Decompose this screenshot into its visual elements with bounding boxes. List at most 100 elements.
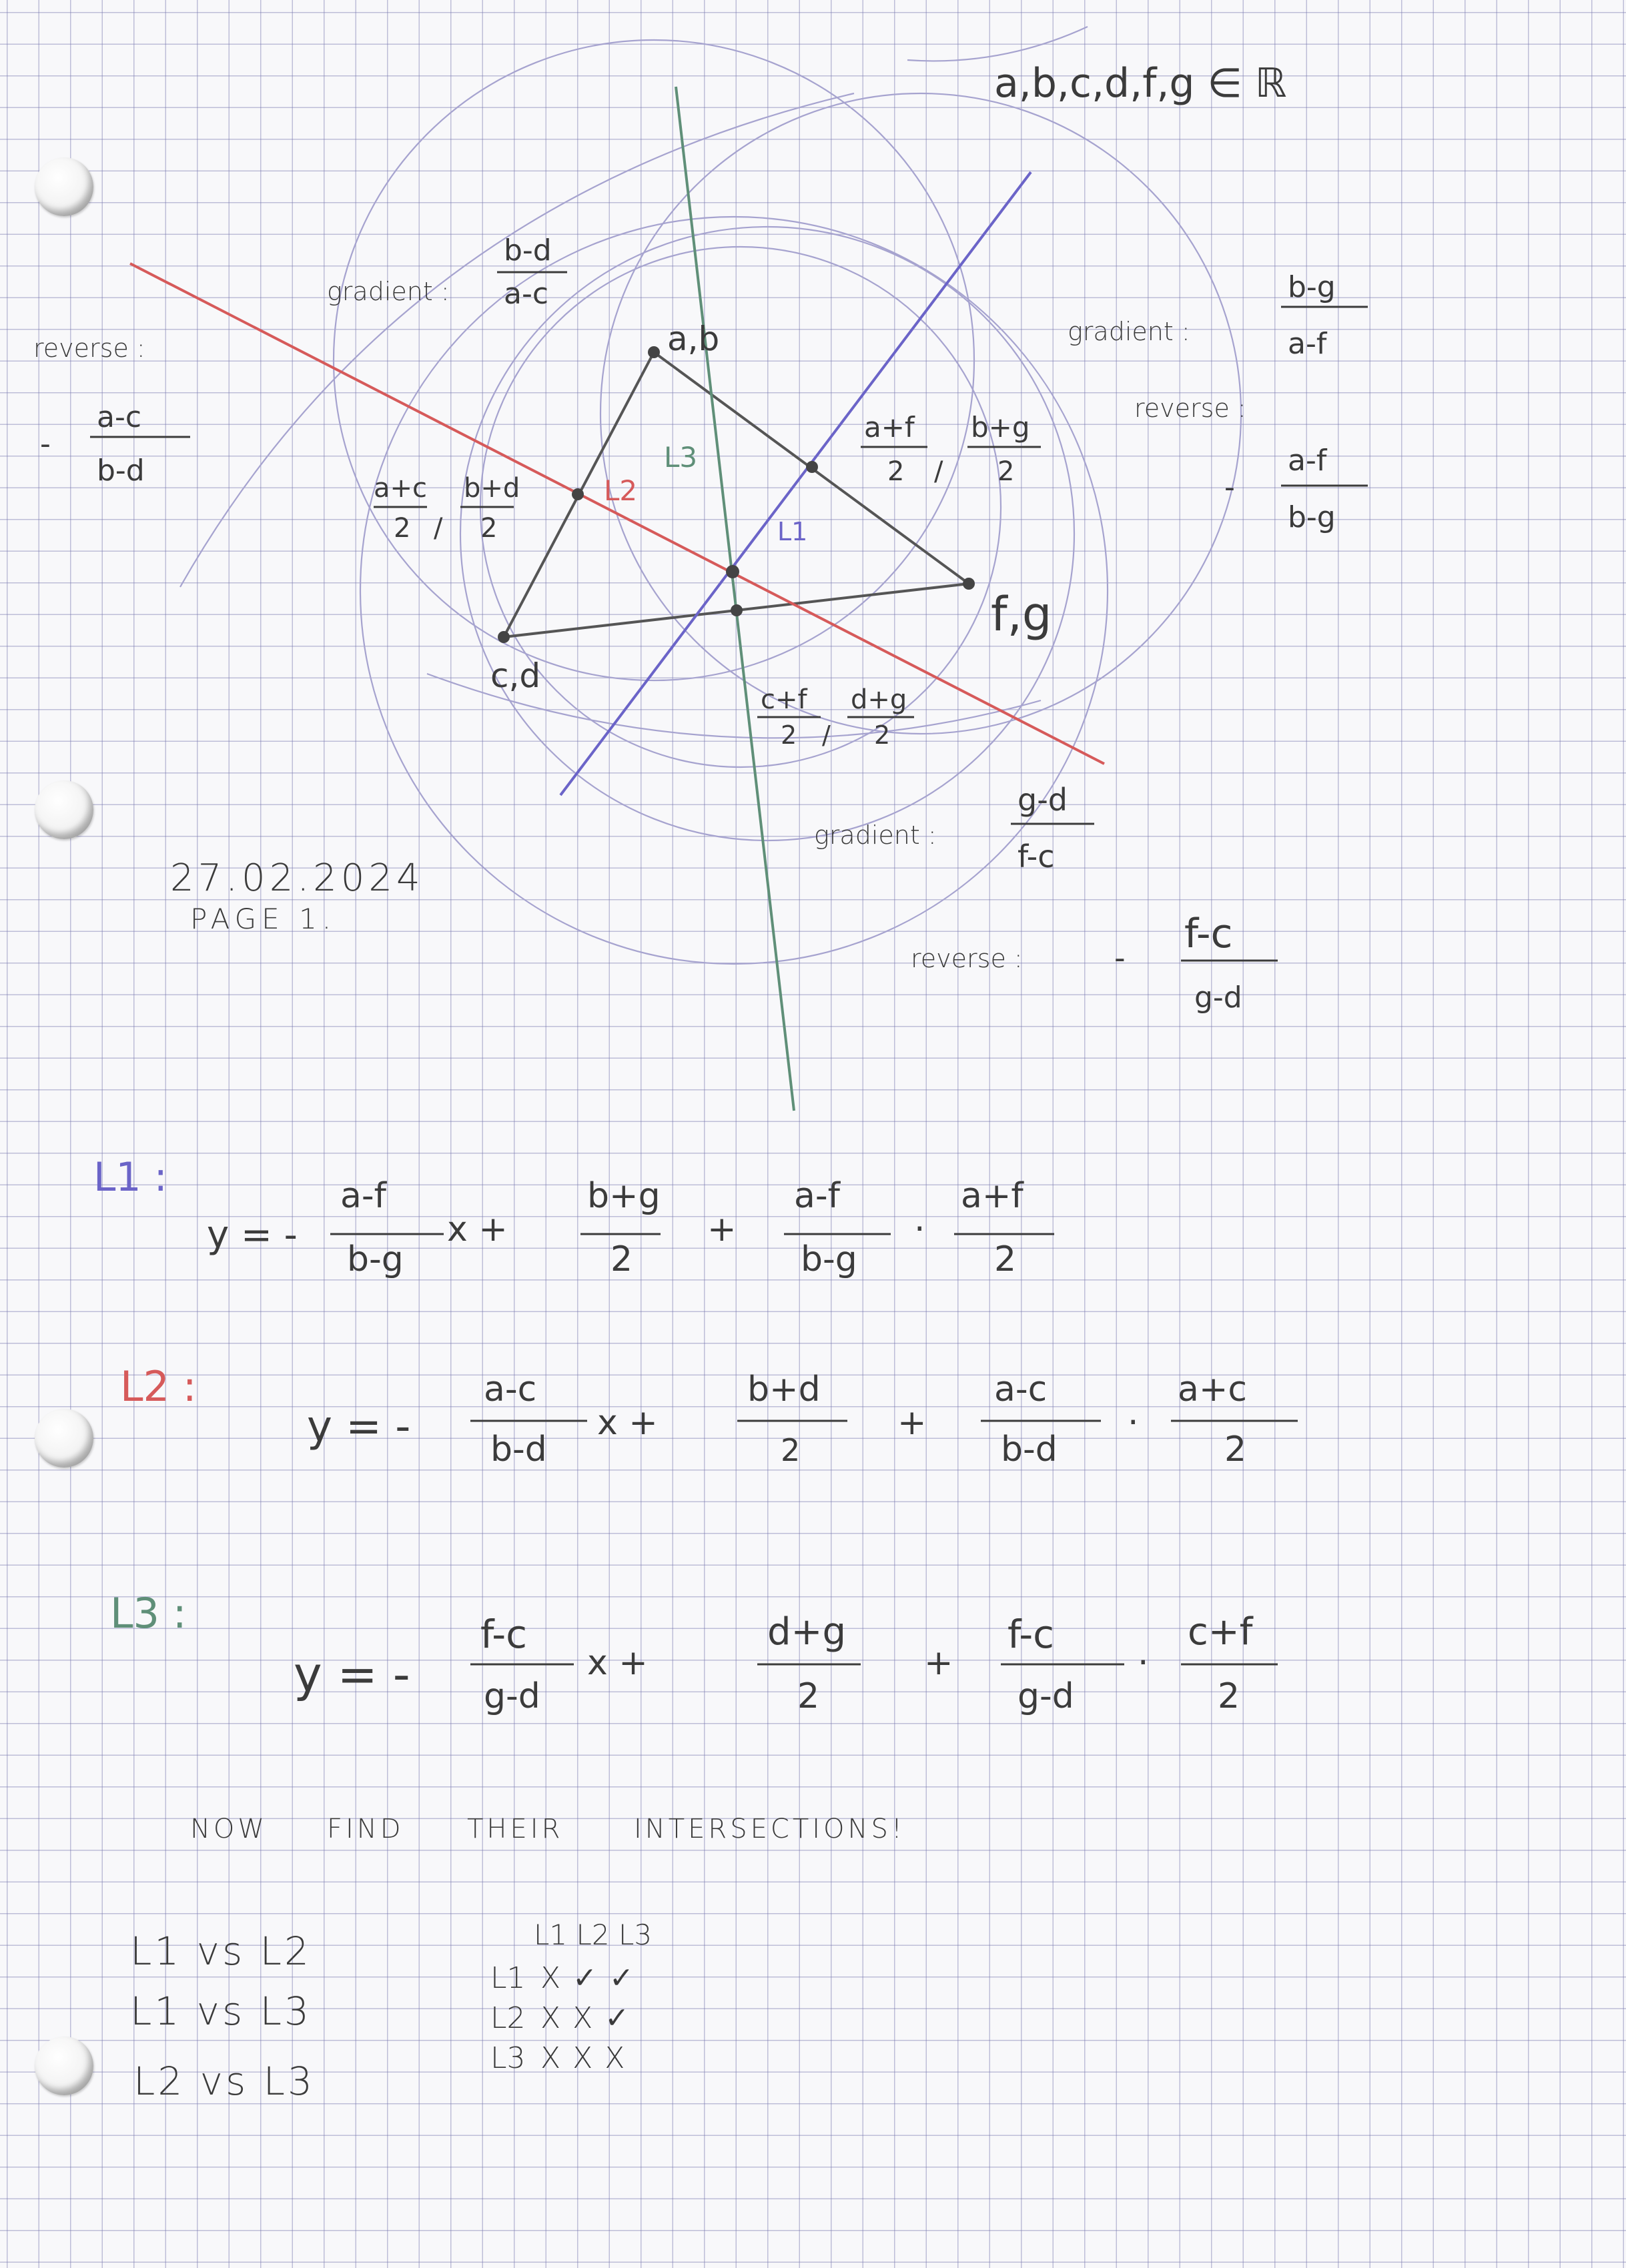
svg-text:·: · bbox=[1128, 1403, 1139, 1443]
svg-text:2: 2 bbox=[1218, 1676, 1240, 1716]
svg-text:y = -: y = - bbox=[207, 1213, 298, 1257]
intersection-point bbox=[726, 565, 739, 578]
svg-text:b-g: b-g bbox=[347, 1239, 404, 1279]
matrix-row-label: L1 bbox=[490, 1961, 526, 1995]
compass-arc bbox=[332, 39, 975, 682]
vertex-point bbox=[648, 346, 660, 358]
svg-text:2: 2 bbox=[887, 456, 904, 487]
svg-text:a-f: a-f bbox=[340, 1176, 388, 1216]
label-l2: L2 bbox=[604, 474, 637, 507]
grad-af-denominator: a-f bbox=[1288, 327, 1328, 361]
grad-af-numerator: b-g bbox=[1288, 270, 1336, 304]
midpoint bbox=[806, 461, 818, 473]
svg-text:/: / bbox=[934, 456, 943, 487]
svg-text:2: 2 bbox=[781, 720, 797, 750]
svg-text:+: + bbox=[707, 1209, 737, 1249]
compass-arc bbox=[459, 225, 1076, 842]
midpoint-ac-b: b+d bbox=[464, 473, 520, 504]
pair-item: L2 vs L3 bbox=[133, 2059, 315, 2104]
instruction-word: FIND bbox=[327, 1814, 404, 1844]
svg-text:g-d: g-d bbox=[1018, 1676, 1074, 1716]
svg-text:f-c: f-c bbox=[480, 1612, 527, 1657]
svg-text:2: 2 bbox=[997, 456, 1014, 487]
svg-text:x +: x + bbox=[587, 1643, 648, 1683]
points bbox=[498, 346, 975, 643]
svg-text:a-c: a-c bbox=[994, 1369, 1047, 1409]
compass-arcs bbox=[179, 26, 1242, 965]
svg-text:2: 2 bbox=[480, 513, 497, 544]
compass-arc bbox=[359, 215, 1109, 965]
vertex-label-cd: c,d bbox=[490, 656, 540, 695]
rev-af-sign: - bbox=[1224, 470, 1235, 504]
matrix-row-marks: X ✓ ✓ bbox=[540, 1961, 635, 1995]
fraction-bars bbox=[90, 271, 1368, 962]
matrix-row-label: L3 bbox=[490, 2041, 526, 2075]
gradient-word: gradient : bbox=[814, 820, 937, 850]
rev-ac-numerator: a-c bbox=[97, 400, 141, 434]
instruction-word: INTERSECTIONS! bbox=[634, 1814, 905, 1844]
svg-text:b-d: b-d bbox=[1001, 1430, 1058, 1470]
label-l1: L1 bbox=[777, 517, 807, 546]
date: 27.02.2024 bbox=[170, 857, 424, 900]
matrix-row-marks: X X X bbox=[540, 2041, 626, 2075]
svg-text:+: + bbox=[897, 1403, 927, 1443]
rev-ac-denominator: b-d bbox=[97, 454, 145, 488]
rev-cf-sign: - bbox=[1114, 940, 1126, 976]
compass-arc bbox=[599, 92, 1242, 735]
vertex-label-ab: a,b bbox=[667, 320, 719, 358]
matrix-header: L1 L2 L3 bbox=[534, 1918, 652, 1951]
grad-cf-numerator: g-d bbox=[1018, 782, 1068, 818]
rev-cf-denominator: g-d bbox=[1194, 981, 1242, 1015]
matrix-row-marks: X X ✓ bbox=[540, 2001, 631, 2035]
midpoint-cf-b: d+g bbox=[851, 684, 907, 715]
svg-text:x +: x + bbox=[447, 1209, 508, 1249]
compass-arc bbox=[179, 92, 855, 588]
equation-fraction-bars bbox=[330, 1233, 1298, 1666]
punch-hole bbox=[35, 157, 93, 216]
svg-text:d+g: d+g bbox=[767, 1610, 846, 1654]
svg-text:·: · bbox=[914, 1209, 925, 1249]
line-l2 bbox=[129, 262, 1105, 765]
svg-text:a+c: a+c bbox=[1178, 1369, 1247, 1409]
midpoint bbox=[731, 604, 743, 616]
compass-arc bbox=[426, 672, 1042, 739]
rev-af-numerator: a-f bbox=[1288, 444, 1328, 478]
midpoint-af-a: a+f bbox=[864, 411, 915, 444]
pair-item: L1 vs L3 bbox=[130, 1989, 312, 2034]
midpoint-ac-a: a+c bbox=[374, 473, 427, 504]
midpoint-cf-a: c+f bbox=[761, 684, 808, 715]
svg-text:b-d: b-d bbox=[490, 1430, 547, 1470]
svg-text:2: 2 bbox=[611, 1239, 633, 1279]
punch-hole bbox=[35, 1409, 93, 1468]
svg-text:c+f: c+f bbox=[1188, 1610, 1254, 1654]
matrix-row-label: L2 bbox=[490, 2001, 526, 2035]
midpoint bbox=[572, 488, 584, 500]
svg-text:2: 2 bbox=[994, 1239, 1016, 1279]
punch-hole bbox=[35, 2037, 93, 2095]
vertex-point bbox=[963, 578, 975, 590]
svg-text:b+g: b+g bbox=[587, 1176, 661, 1216]
svg-text:2: 2 bbox=[1224, 1430, 1246, 1470]
reverse-word: reverse : bbox=[1134, 394, 1246, 423]
line-l1 bbox=[559, 171, 1032, 796]
set-statement: a,b,c,d,f,g ∈ ℝ bbox=[994, 60, 1286, 107]
punch-hole bbox=[35, 780, 93, 839]
svg-text:·: · bbox=[1138, 1643, 1149, 1683]
compass-arc bbox=[907, 26, 1088, 62]
grad-ac-numerator: b-d bbox=[504, 233, 552, 267]
svg-text:x +: x + bbox=[597, 1403, 658, 1443]
svg-text:a-c: a-c bbox=[484, 1369, 536, 1409]
gradient-word: gradient : bbox=[327, 277, 450, 306]
page-number: PAGE 1. bbox=[190, 903, 336, 935]
grad-ac-denominator: a-c bbox=[504, 277, 548, 311]
svg-text:y = -: y = - bbox=[294, 1646, 410, 1702]
svg-text:a-f: a-f bbox=[794, 1176, 841, 1216]
pair-item: L1 vs L2 bbox=[130, 1928, 312, 1974]
svg-text:y = -: y = - bbox=[307, 1402, 410, 1452]
grad-cf-denominator: f-c bbox=[1018, 838, 1055, 875]
gradient-word: gradient : bbox=[1068, 317, 1190, 346]
svg-text:b-g: b-g bbox=[801, 1239, 857, 1279]
